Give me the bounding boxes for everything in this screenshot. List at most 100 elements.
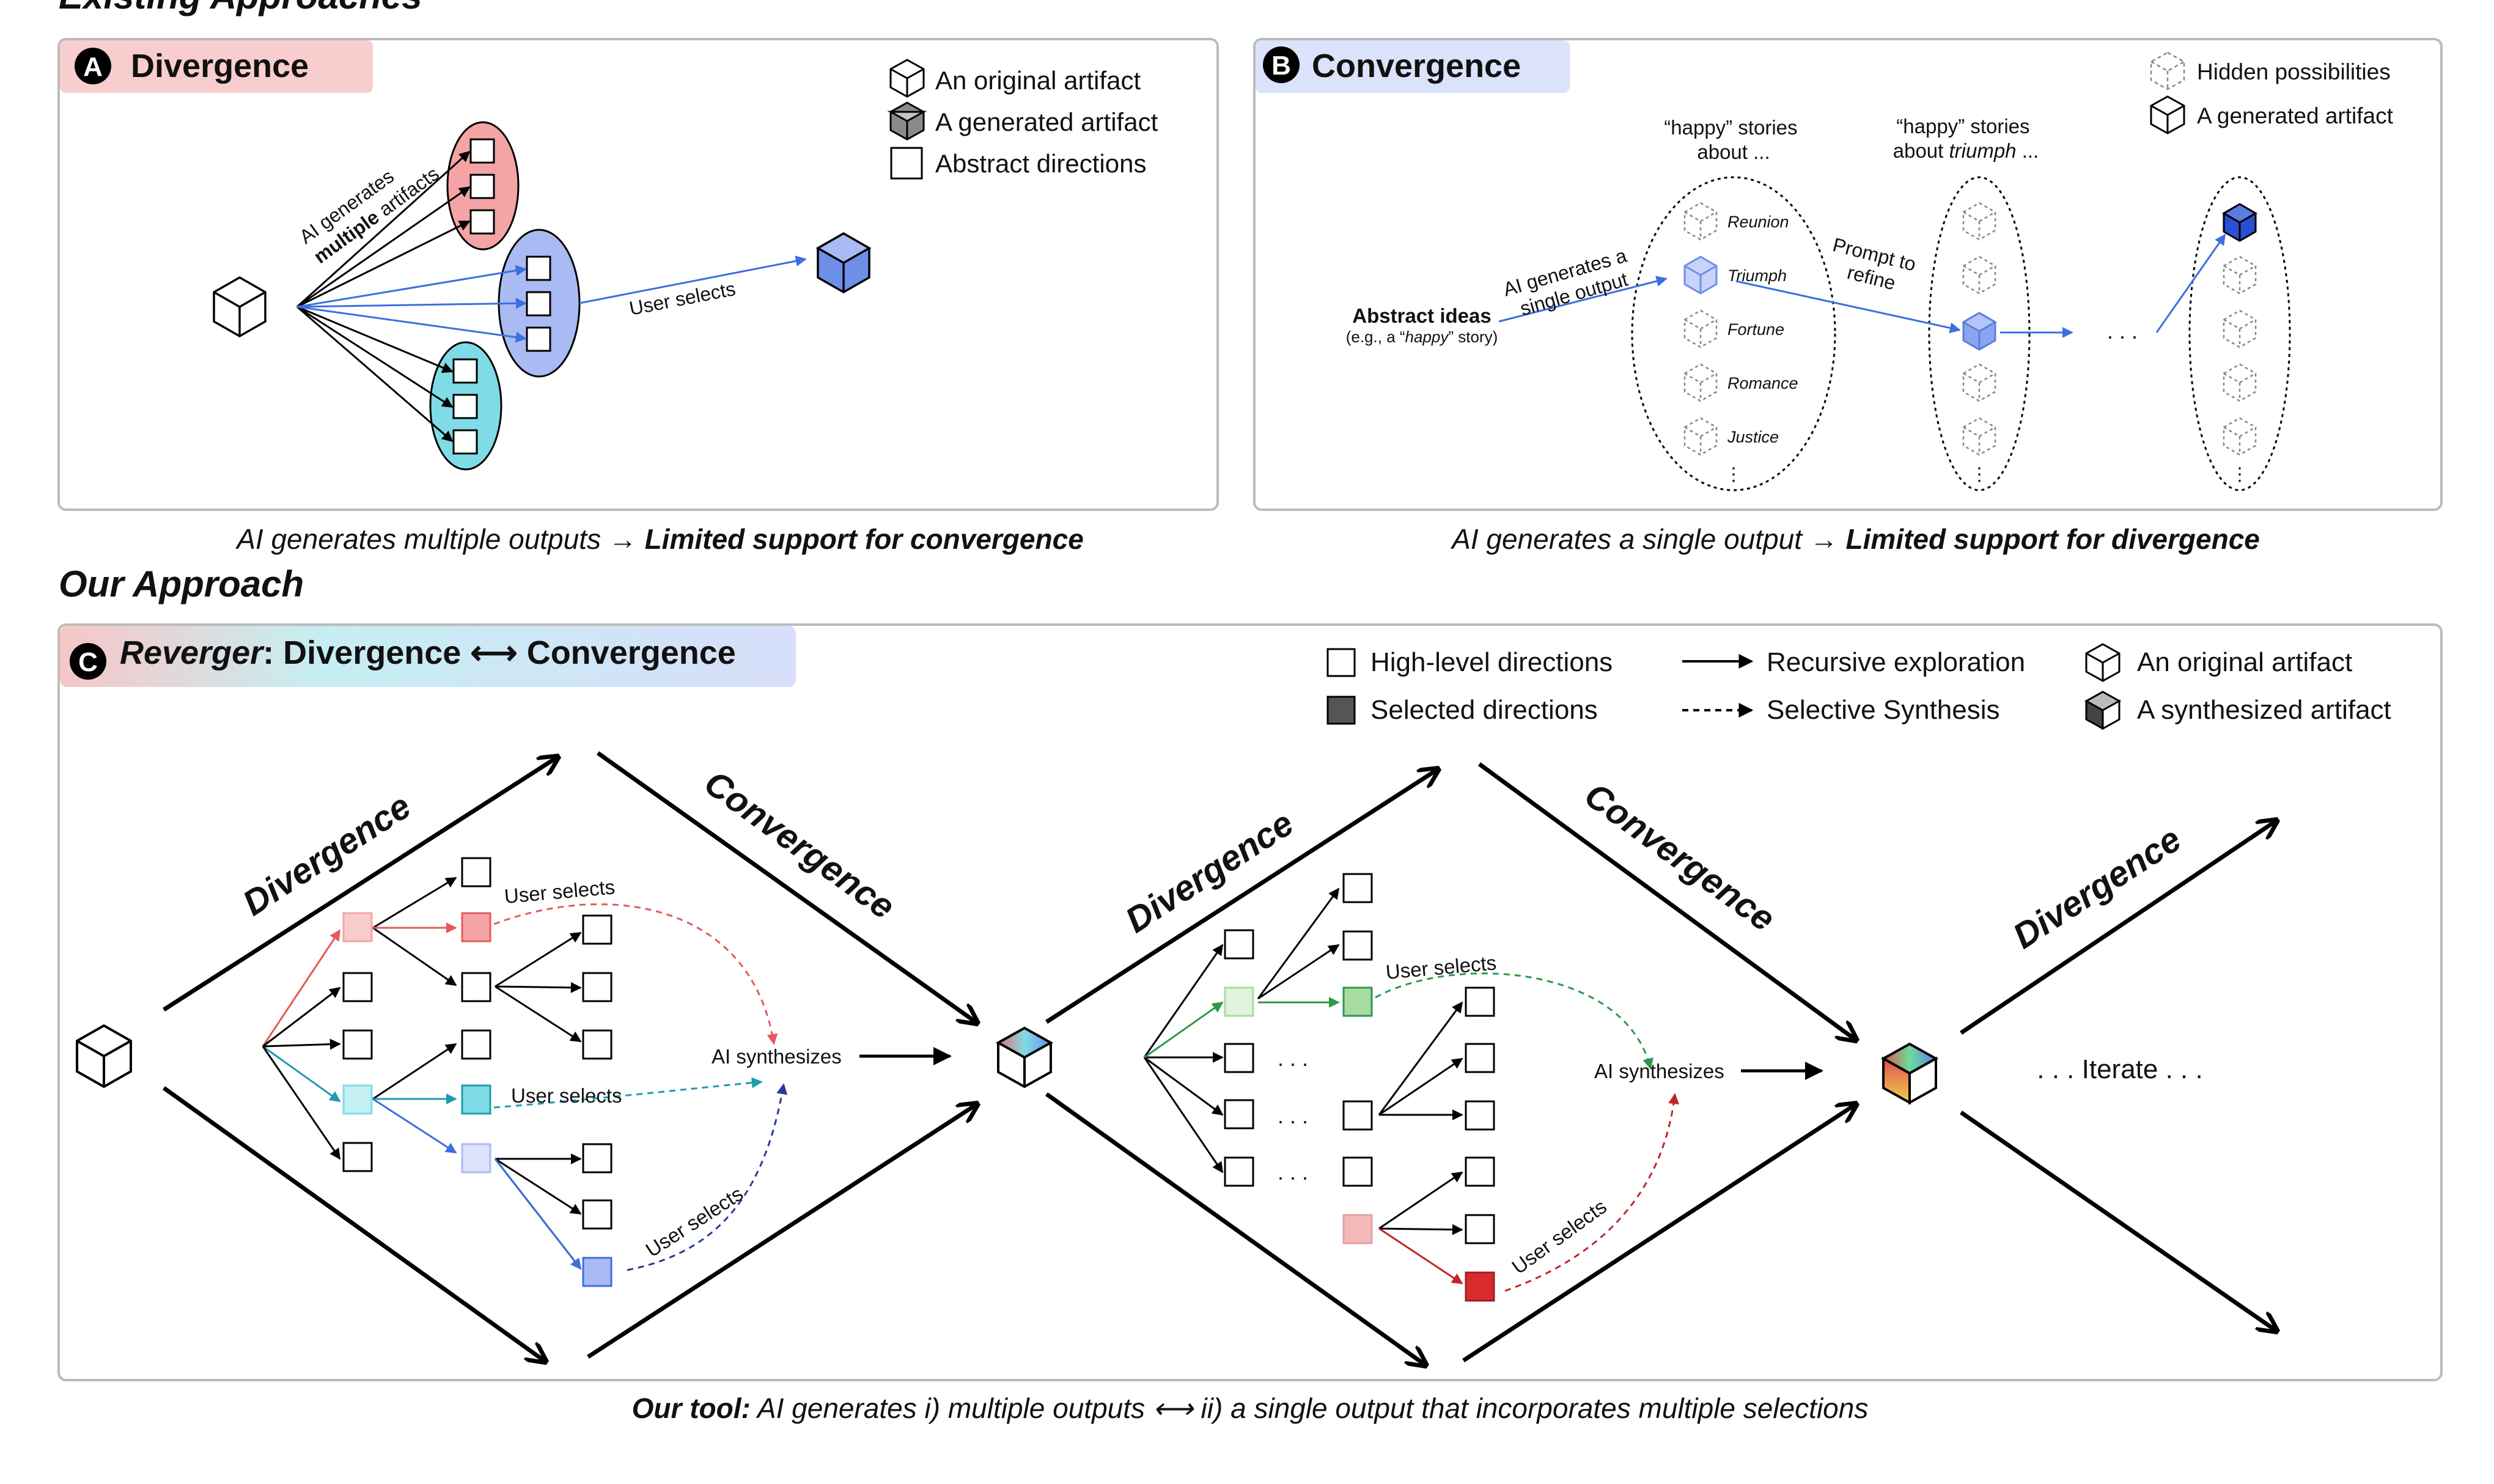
abstract-ideas-label: Abstract ideas: [1352, 304, 1491, 327]
original-artifact-icon: [889, 59, 925, 98]
legend-abstract-directions: Abstract directions: [935, 149, 1146, 178]
direction-square: [1342, 1214, 1373, 1244]
panel-c-reverger: C Reverger: Divergence ⟷ Convergence Hig…: [57, 623, 2443, 1381]
selected-square-darkred: [1465, 1271, 1495, 1302]
panel-a-blue-arrows: [296, 255, 807, 343]
panel-a-original-cube-icon: [213, 276, 267, 338]
selected-square-red: [461, 912, 491, 942]
column-2-header: “happy” stories about triumph ...: [1893, 115, 2039, 162]
direction-square: [342, 1142, 373, 1172]
legend-generated-artifact-b: A generated artifact: [2197, 103, 2394, 128]
story-label: Reunion: [1727, 213, 1789, 231]
hidden-cubes-col3: [2223, 255, 2257, 456]
hidden-cube-icon: [1683, 309, 1718, 348]
panel-b-caption: AI generates a single output → Limited s…: [1450, 523, 2260, 555]
direction-square: [582, 1199, 612, 1230]
synthesis-curve-darkred: [1504, 1093, 1680, 1292]
section-heading-ours: Our Approach: [59, 564, 304, 604]
direction-square: [582, 972, 612, 1002]
legend-recursive: Recursive exploration: [1767, 647, 2025, 677]
direction-square: [461, 972, 491, 1002]
direction-square: [1342, 930, 1373, 961]
panel-b-badge-letter: B: [1271, 51, 1291, 81]
direction-square: [1224, 929, 1254, 960]
hidden-cube-icon: [2223, 363, 2257, 402]
panel-a-badge-letter: A: [83, 52, 103, 82]
high-level-direction-icon: [1326, 648, 1356, 677]
panel-c-title: Reverger: Divergence ⟷ Convergence: [120, 634, 736, 671]
direction-square: [1465, 1156, 1495, 1187]
abstract-direction-icon: [890, 147, 923, 180]
panel-a-divergence: A Divergence An original artifact A gene…: [57, 38, 1219, 511]
legend-selective: Selective Synthesis: [1767, 695, 2000, 725]
selected-square-green: [1342, 986, 1373, 1017]
panel-c-badge-letter: C: [78, 647, 98, 677]
direction-square: [526, 291, 551, 317]
section-heading-existing: Existing Approaches: [59, 0, 422, 17]
original-artifact-icon: [2085, 643, 2121, 682]
panel-c-original-cube-icon: [76, 1024, 132, 1089]
direction-square: [452, 358, 478, 384]
panel-b-title: Convergence: [1312, 48, 1521, 84]
synthesized-artifact-icon: [2084, 691, 2122, 730]
panel-b-convergence: B Convergence Hidden possibilities A gen…: [1253, 38, 2443, 511]
arrow-green: [1144, 1001, 1224, 1059]
direction-square: [1342, 1156, 1373, 1187]
direction-square: [582, 1029, 612, 1060]
selected-square-blue: [582, 1257, 612, 1287]
arrow-darkred: [1378, 1227, 1463, 1285]
ellipsis: . . .: [1278, 1159, 1308, 1185]
ellipsis: . . .: [1278, 1046, 1308, 1071]
hidden-cube-icon: [2223, 417, 2257, 456]
possibility-space-3: [2188, 176, 2291, 491]
panel-c-badge: [70, 643, 106, 680]
panel-a-selected-cube-icon: [815, 232, 872, 294]
panel-a-frame: [57, 38, 1219, 511]
direction-square: [1224, 1043, 1254, 1073]
final-cube-icon: [2221, 203, 2258, 242]
direction-square: [461, 1143, 491, 1174]
direction-square: [1224, 1156, 1254, 1187]
hidden-cube-icon: [2223, 255, 2257, 295]
possibility-space-2: [1928, 176, 2031, 491]
selected-direction-icon: [1326, 696, 1356, 725]
panel-a-legend: An original artifact A generated artifac…: [887, 59, 1158, 180]
panel-a-generate-arrows: [296, 150, 471, 443]
legend-hidden-possibilities: Hidden possibilities: [2197, 59, 2391, 84]
direction-square: [342, 972, 373, 1002]
hidden-cubes-col2: [1962, 202, 1996, 456]
hidden-cube-icon: [1962, 363, 1996, 402]
panel-b-ellipsis: . . .: [2107, 318, 2138, 343]
story-label: Justice: [1727, 428, 1779, 446]
possibility-space-1: [1631, 176, 1836, 491]
ellipsis: . . .: [1278, 1103, 1308, 1128]
panel-a-title: Divergence: [131, 48, 309, 84]
direction-square: [461, 857, 491, 887]
direction-square: [469, 138, 495, 164]
hidden-possibility-icon: [2150, 51, 2185, 90]
col1-more-dots: ⋮: [1724, 465, 1743, 485]
direction-square: [1224, 1099, 1254, 1130]
hidden-cube-icon: [1962, 202, 1996, 241]
abstract-ideas-sub: (e.g., a “happy” story): [1346, 328, 1498, 346]
direction-square: [1342, 873, 1373, 903]
hidden-cubes-col1: [1683, 202, 1718, 456]
panel-b-badge: [1263, 46, 1300, 83]
arrow-blue: [372, 1098, 457, 1154]
synthesis-curve-green: [1375, 972, 1653, 1070]
iterate-label: . . . Iterate . . .: [2037, 1054, 2202, 1084]
panel-a-title-bg: [60, 40, 373, 93]
user-selects-label: User selects: [511, 1084, 622, 1107]
panel-c-caption: Our tool: AI generates i) multiple outpu…: [632, 1392, 1869, 1424]
synthesis-curve-navy: [627, 1083, 788, 1271]
direction-square: [1465, 1214, 1495, 1244]
arrow-teal: [262, 1045, 341, 1103]
legend-generated-artifact: A generated artifact: [935, 108, 1158, 136]
direction-square: [342, 912, 373, 942]
triumph-cube-icon: [1683, 255, 1718, 295]
column-1-header: “happy” stories about ...: [1664, 116, 1803, 163]
direction-square: [526, 326, 551, 352]
direction-square: [1465, 1100, 1495, 1131]
direction-square: [582, 1143, 612, 1174]
